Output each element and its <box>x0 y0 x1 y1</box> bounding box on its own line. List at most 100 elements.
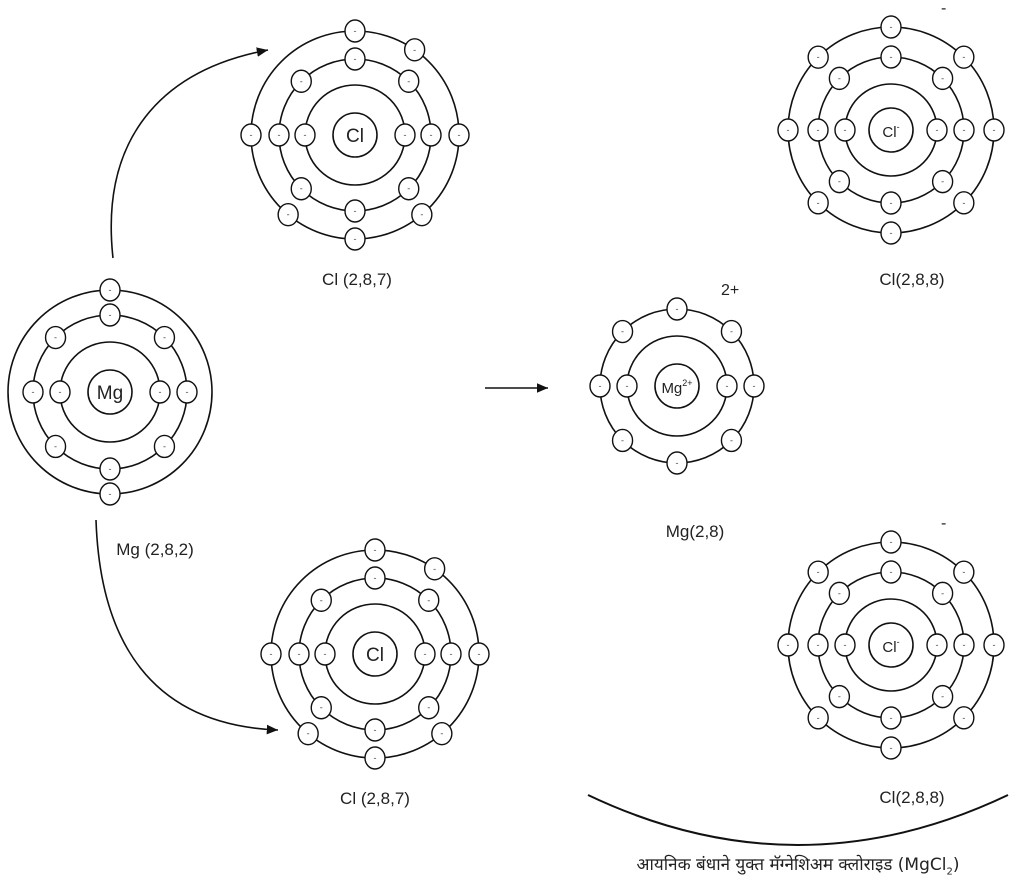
electron <box>99 482 121 506</box>
electron-symbol: - <box>890 228 893 238</box>
atom-label-mg-ion: Mg(2,8) <box>665 522 725 541</box>
electron <box>807 560 829 584</box>
electron-symbol: - <box>374 545 377 555</box>
electron <box>931 581 954 606</box>
electron <box>290 177 312 201</box>
electron <box>611 319 634 344</box>
electron <box>807 118 829 142</box>
electron <box>403 38 426 62</box>
electron <box>294 123 316 147</box>
electron-symbol: - <box>354 26 357 36</box>
electron <box>398 69 420 93</box>
nucleus <box>868 107 914 153</box>
electron <box>926 633 948 657</box>
electron-symbol: - <box>787 640 790 650</box>
electron <box>268 123 290 147</box>
electron-symbol: - <box>450 649 453 659</box>
electron <box>931 169 954 194</box>
electron <box>666 451 688 475</box>
electron-symbol: - <box>430 130 433 140</box>
electron-symbol: - <box>787 125 790 135</box>
electron <box>240 123 262 147</box>
electron <box>953 560 975 584</box>
electron <box>448 123 470 147</box>
electron <box>720 428 743 453</box>
electron <box>880 530 902 554</box>
electron <box>418 588 440 612</box>
nucleus <box>87 369 133 415</box>
electron <box>260 642 282 666</box>
electron <box>931 66 954 91</box>
electron <box>44 325 67 350</box>
electron-symbol: - <box>420 210 423 220</box>
electron-symbol: - <box>753 381 756 391</box>
electron <box>99 278 121 302</box>
electron-symbol: - <box>54 441 57 451</box>
nucleus-symbol: Cl- <box>882 637 899 656</box>
electron-symbol: - <box>109 285 112 295</box>
electron <box>953 45 975 69</box>
electron-symbol: - <box>890 743 893 753</box>
electron-symbol: - <box>163 333 166 343</box>
electron-symbol: - <box>300 76 303 86</box>
electron-symbol: - <box>936 125 939 135</box>
electron-symbol: - <box>838 73 841 83</box>
electron-symbol: - <box>726 381 729 391</box>
atom-label-cl-ion-top: Cl(2,8,8) <box>879 270 945 289</box>
electron-symbol: - <box>962 52 965 62</box>
electron-symbol: - <box>936 640 939 650</box>
atom-label-cl-ion-bottom: Cl(2,8,8) <box>879 788 945 807</box>
electron-symbol: - <box>304 130 307 140</box>
electron <box>344 227 366 251</box>
electron <box>807 45 829 69</box>
electron-symbol: - <box>186 387 189 397</box>
arrow-mg-to-cl-bottom <box>95 519 279 735</box>
electron <box>297 721 319 746</box>
electron <box>828 684 851 709</box>
electron-symbol: - <box>374 753 377 763</box>
electron <box>880 191 902 215</box>
electron-symbol: - <box>109 489 112 499</box>
atom-cl-bottom: Cl----------------- <box>260 538 490 770</box>
electron <box>364 538 386 562</box>
electron-symbol: - <box>407 184 410 194</box>
electron <box>953 118 975 142</box>
electron-symbol: - <box>458 130 461 140</box>
electron-symbol: - <box>838 692 841 702</box>
electron-symbol: - <box>621 435 624 445</box>
atom-mg-ion: Mg2+---------- <box>589 297 765 475</box>
electron <box>414 642 436 666</box>
electron <box>277 202 299 227</box>
electron <box>666 297 688 321</box>
atom-cl-top: Cl----------------- <box>240 19 470 251</box>
electron <box>153 434 176 459</box>
nucleus-symbol: Cl- <box>882 122 899 141</box>
electron-symbol: - <box>817 567 820 577</box>
electron <box>344 19 366 43</box>
electron-symbol: - <box>404 130 407 140</box>
electron-symbol: - <box>440 729 443 739</box>
electron <box>777 633 799 657</box>
electron-symbol: - <box>838 177 841 187</box>
electron-symbol: - <box>320 703 323 713</box>
electron-symbol: - <box>320 595 323 605</box>
caption: आयनिक बंधाने युक्त मॅग्नेशिअम क्लोराइड (… <box>637 852 960 877</box>
electron <box>953 191 975 215</box>
electron-symbol: - <box>298 649 301 659</box>
electron <box>149 380 171 404</box>
electron-symbol: - <box>941 692 944 702</box>
electron <box>398 177 420 201</box>
electron <box>344 47 366 71</box>
caption-close: ) <box>952 855 960 875</box>
electron-symbol: - <box>109 310 112 320</box>
atom-mg: Mg------------ <box>7 278 213 506</box>
electron <box>344 199 366 223</box>
electron-symbol: - <box>962 567 965 577</box>
electron <box>288 642 310 666</box>
electron <box>983 633 1005 657</box>
electron <box>616 374 638 398</box>
electron-symbol: - <box>374 573 377 583</box>
electron <box>880 706 902 730</box>
electron-symbol: - <box>424 649 427 659</box>
